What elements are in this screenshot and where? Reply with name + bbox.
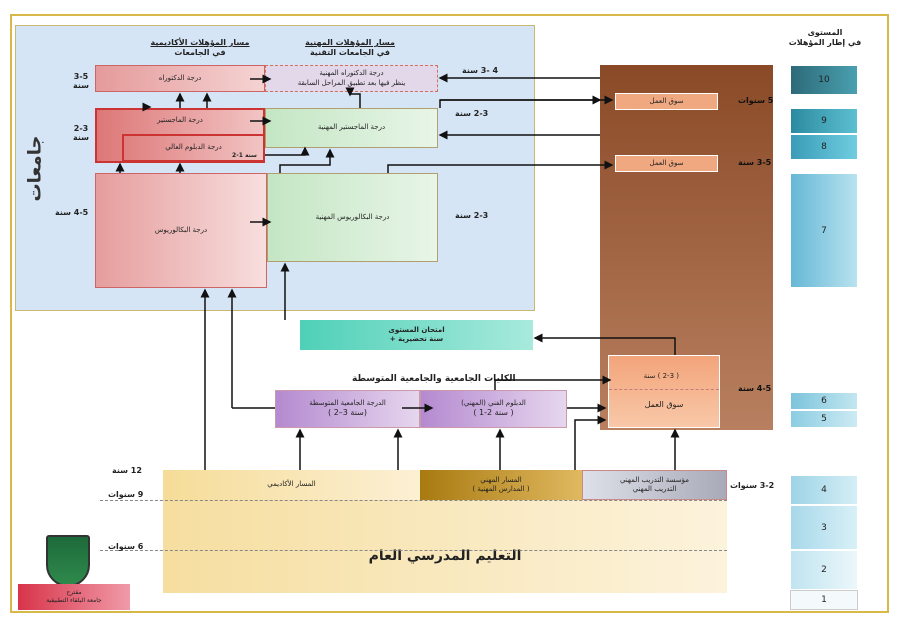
prep-year-label: + سنة تحضيرية — [389, 335, 444, 343]
vocational-training-sub: التدريب المهني — [632, 485, 677, 493]
intermediate-degree-label: الدرجة الجامعية المتوسطة — [309, 399, 386, 408]
level-1: 1 — [790, 590, 858, 610]
technical-diploma-box: الدبلوم الفني (المهني)( 1-2 سنة ) — [420, 390, 567, 428]
arrow — [574, 415, 607, 470]
intermediate-degree-box: الدرجة الجامعية المتوسطة( 2–3 سنة) — [275, 390, 420, 428]
technical-diploma-label: الدبلوم الفني (المهني) — [461, 399, 526, 408]
level-8: 8 — [790, 134, 858, 160]
pro-bachelor-label: درجة البكالوريوس المهنية — [315, 212, 390, 221]
school-years-6: 6 سنوات — [108, 542, 144, 551]
academic-track-label: المسار الأكاديمي — [267, 480, 316, 489]
vocational-schools-label: ( المدارس المهنية ) — [472, 485, 530, 493]
training-years: 3-2 سنوات — [730, 481, 775, 490]
level-7: 7 — [790, 173, 858, 288]
master-label: درجة الماجستير — [157, 116, 203, 124]
arrow — [439, 95, 602, 108]
arrow — [265, 146, 310, 156]
doctorate-years: 3-5 سنة — [73, 72, 89, 90]
pro-bachelor-box: درجة البكالوريوس المهنية — [267, 173, 438, 262]
level-exam-box: امتحان المستوى+ سنة تحضيرية — [300, 320, 533, 350]
vocational-track-box: المسار المهني( المدارس المهنية ) — [420, 470, 582, 500]
labor-market-divider — [609, 389, 719, 390]
dashed-line-6 — [100, 550, 727, 551]
header-line: في الجامعات — [174, 48, 226, 58]
labor-market-box-2: سوق العمل — [615, 155, 718, 172]
arrow — [279, 148, 335, 173]
technical-years: ( 1-2 سنة ) — [473, 408, 514, 418]
master-years: 2-3 سنة — [73, 124, 89, 142]
school-years-9: 9 سنوات — [108, 490, 144, 499]
arrow — [494, 375, 612, 390]
doctorate-label: درجة الدكتوراه — [158, 73, 202, 82]
pro-master-box: درجة الماجستير المهنية — [265, 108, 438, 148]
levels-header-line: المستوى — [807, 28, 843, 37]
dashed-line-9 — [100, 500, 727, 501]
level-6: 6 — [790, 392, 858, 410]
school-years-12: 12 سنة — [112, 466, 142, 475]
general-school-label: التعليم المدرسي العام — [368, 548, 522, 565]
level-exam-label: امتحان المستوى — [388, 325, 445, 334]
outer-frame — [10, 14, 889, 613]
vocational-track-label: المسار المهني — [480, 475, 522, 484]
proposal-label: مقترح — [66, 589, 82, 597]
level-9: 9 — [790, 108, 858, 134]
labor-market-years-1: 5 سنوات — [738, 96, 774, 105]
pro-doctorate-label: درجة الدكتوراه المهنية — [319, 69, 384, 78]
labor-market-years-2: 3-5 سنة — [738, 158, 772, 167]
colleges-title: الكليات الجامعية والجامعية المتوسطة — [352, 374, 516, 384]
arrow — [345, 87, 361, 108]
header-line: في الجامعات التقنية — [309, 48, 391, 58]
labor-market-box-3: ( 2-3 ) سنة سوق العمل — [608, 355, 720, 428]
bachelor-years: 4-5 سنة — [55, 208, 89, 217]
level-2: 2 — [790, 550, 858, 590]
header-line: مسار المؤهلات المهنية — [305, 38, 395, 47]
labor-market-years-3: 4-5 سنة — [738, 384, 772, 393]
higher-diploma-box: درجة الدبلوم العالي — [122, 134, 265, 162]
level-3: 3 — [790, 505, 858, 550]
labor-market-label: سوق العمل — [649, 158, 684, 167]
labor-market-label: سوق العمل — [644, 400, 684, 409]
pro-bachelor-years: 2-3 سنة — [455, 211, 489, 220]
pro-doctorate-note: ينظر فيها بعد تطبيق المراحل السابقة — [297, 78, 406, 87]
vocational-training-label: مؤسسة التدريب المهني — [619, 475, 690, 484]
labor-market-bottom-years: ( 2-3 ) سنة — [643, 372, 679, 380]
proposal-university: جامعة البلقاء التطبيقية — [46, 597, 102, 604]
levels-header-line: في إطار المؤهلات — [788, 38, 862, 48]
bachelor-box: درجة البكالوريوس — [95, 173, 267, 288]
higher-diploma-label: درجة الدبلوم العالي — [165, 143, 222, 152]
level-10: 10 — [790, 65, 858, 95]
pro-doctorate-years: 4 -3 سنة — [462, 66, 499, 75]
level-4: 4 — [790, 475, 858, 505]
higher-diploma-years: سنة 1-2 — [232, 152, 257, 159]
pro-master-years: 2-3 سنة — [455, 109, 489, 118]
bachelor-label: درجة البكالوريوس — [154, 225, 208, 234]
labor-market-label: سوق العمل — [649, 96, 684, 105]
intermediate-years: ( 2–3 سنة) — [328, 408, 367, 418]
header-line: مسار المؤهلات الأكاديمية — [150, 38, 250, 47]
arrow — [533, 333, 676, 355]
level-5: 5 — [790, 410, 858, 428]
arrow — [387, 160, 614, 173]
pro-master-label: درجة الماجستير المهنية — [317, 123, 386, 132]
academic-track-box: المسار الأكاديمي — [163, 470, 420, 500]
labor-market-box-1: سوق العمل — [615, 93, 718, 110]
doctorate-box: درجة الدكتوراه — [95, 65, 265, 92]
